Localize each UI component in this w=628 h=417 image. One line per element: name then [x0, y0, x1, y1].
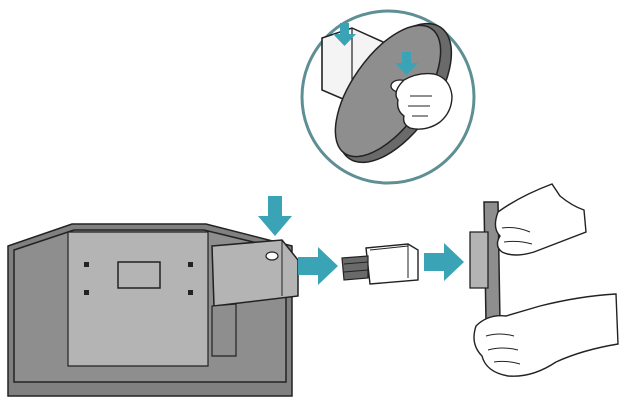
- monitor-back-panel: [67, 231, 209, 367]
- monitor-side-view: [469, 183, 619, 377]
- arrow-down-icon: [395, 52, 418, 75]
- screw-hole: [188, 262, 193, 267]
- hinge-bracket-body: [365, 243, 419, 285]
- hinge-bracket-tab: [341, 255, 369, 281]
- hinge-bracket-face: [369, 244, 409, 278]
- screw-hole: [188, 290, 193, 295]
- inset-hand: [395, 72, 453, 130]
- upper-hand: [494, 183, 587, 256]
- lower-hand: [473, 293, 619, 377]
- arrow-down-icon: [258, 196, 292, 236]
- screw-hole: [84, 290, 89, 295]
- hinge-bracket-tab-line: [343, 261, 369, 265]
- lower-hand-fingers: [485, 333, 521, 365]
- detail-inset: [300, 9, 476, 185]
- monitor-stand-hinge: [211, 303, 237, 357]
- detached-hinge-bracket: [341, 243, 419, 285]
- monitor-face-down: [7, 223, 299, 397]
- monitor-label-plate: [117, 261, 161, 289]
- arrow-right-icon: [298, 247, 338, 285]
- screw-hole: [84, 262, 89, 267]
- monitor-release-button: [265, 251, 279, 261]
- monitor-stand-edge: [211, 240, 283, 307]
- monitor-side-back: [469, 231, 489, 289]
- hinge-bracket-tab-line: [343, 269, 369, 273]
- inset-hand-fingers: [408, 95, 432, 117]
- monitor-stand-neck: [211, 239, 299, 307]
- arrow-right-icon: [424, 243, 464, 281]
- arrow-down-icon: [333, 23, 356, 46]
- upper-hand-fingers: [501, 227, 533, 245]
